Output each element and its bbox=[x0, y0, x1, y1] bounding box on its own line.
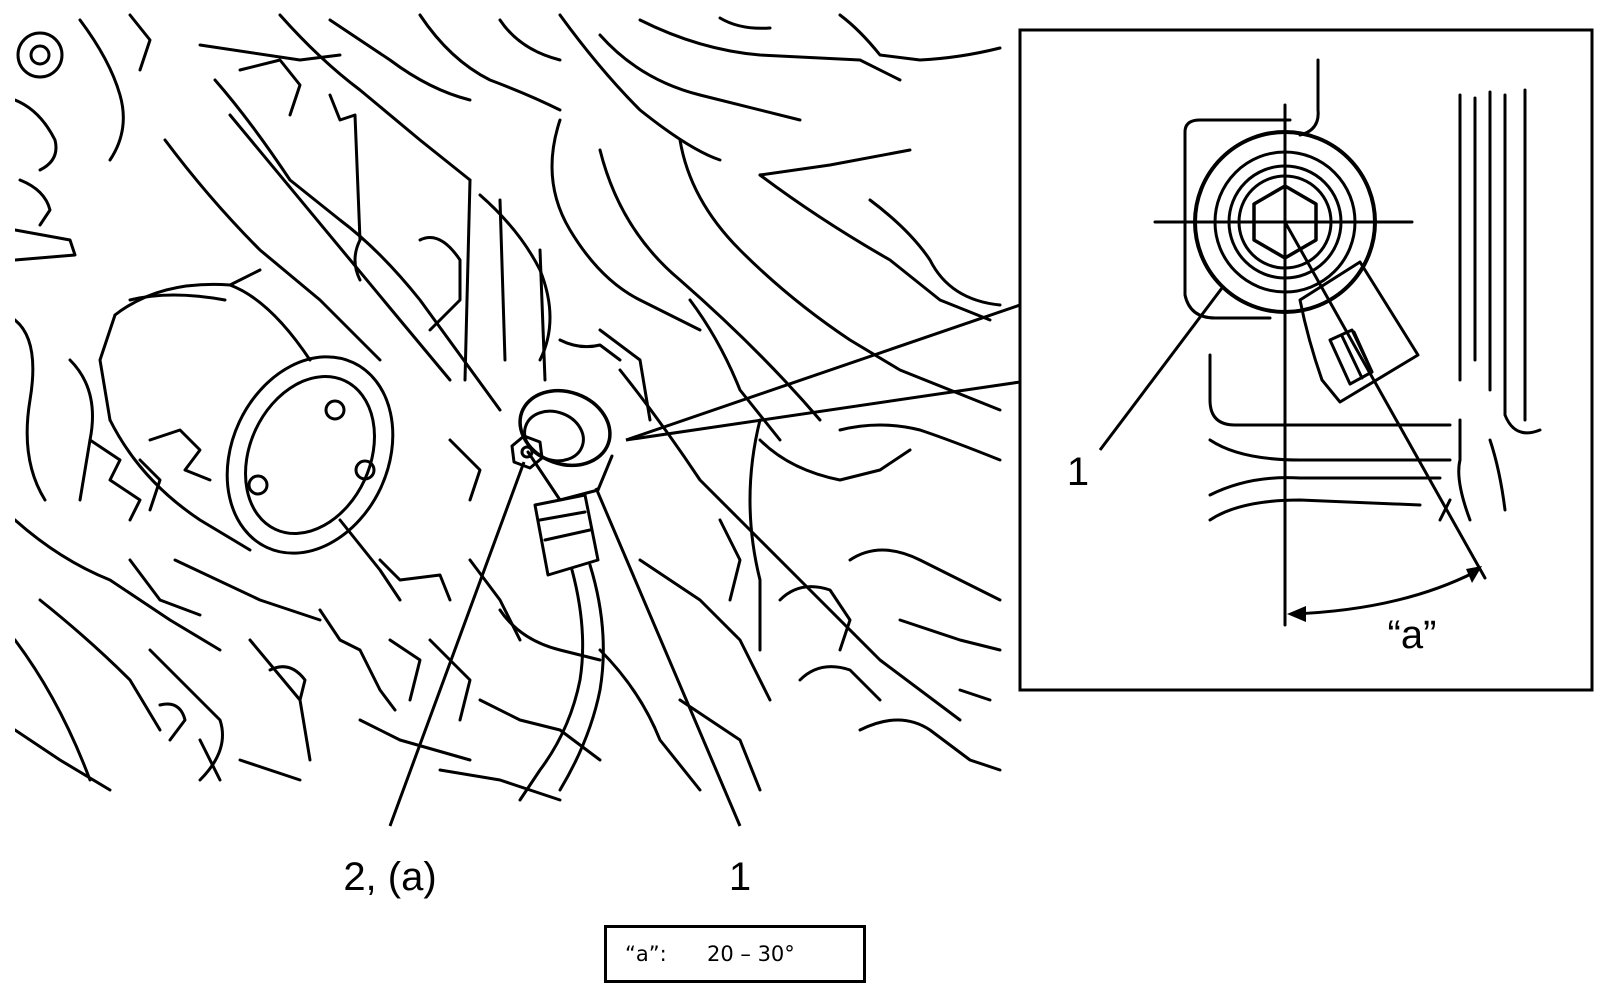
legend-key: “a”: bbox=[625, 942, 667, 966]
inset-angle-label: “a” bbox=[1388, 613, 1437, 657]
leader-line-1 bbox=[594, 487, 742, 827]
labels: 1 2, (a) 1 “a” bbox=[343, 450, 1436, 899]
inset-label-1: 1 bbox=[1067, 450, 1089, 494]
inset-detail-drawing bbox=[1153, 58, 1542, 627]
callout-leaders bbox=[388, 303, 1021, 827]
legend-value: 20 – 30° bbox=[707, 942, 795, 966]
main-label-2: 2, (a) bbox=[343, 855, 436, 899]
detail-inset-frame bbox=[1018, 28, 1594, 692]
main-label-1: 1 bbox=[729, 855, 751, 899]
zoom-line-bottom bbox=[625, 380, 1021, 442]
angle-spec-legend: “a”: 20 – 30° bbox=[604, 925, 866, 983]
inset-leader bbox=[1098, 287, 1224, 451]
engine-sketch bbox=[15, 13, 1002, 802]
leader-line-2 bbox=[388, 461, 526, 827]
angle-arrowheads bbox=[1287, 566, 1482, 622]
zoom-line-top bbox=[625, 303, 1021, 442]
